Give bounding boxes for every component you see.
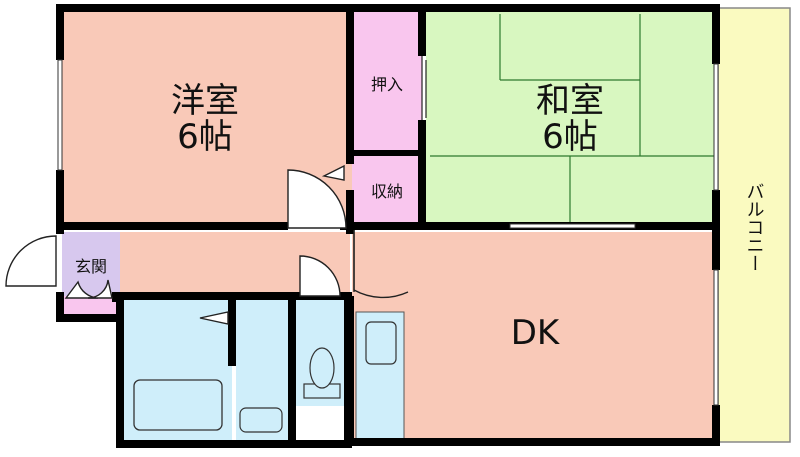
japanese-room-size: 6帖 [542,117,598,157]
balcony-area [717,7,791,443]
western-room-size: 6帖 [177,117,233,157]
storage-closet [352,154,422,226]
tatami-lines [430,14,714,224]
entrance-label: 玄関 [75,257,107,276]
wash-basin [239,407,283,433]
doors [5,164,409,325]
entrance-area [62,232,120,296]
japanese-room [426,10,718,226]
balcony-label: バルコニー [744,182,765,272]
japanese-room-name: 和室 [536,81,604,121]
windows [57,59,719,406]
western-room-name: 洋室 [171,81,239,121]
sliding-doors [421,56,427,120]
oshiire-closet [352,10,422,154]
bathtub [133,379,223,431]
dk-room [352,232,718,442]
storage-label: 収納 [371,182,403,201]
kitchen-sink [365,321,397,365]
entrance-step [62,296,120,318]
oshiire-label: 押入 [371,75,403,94]
dk-label: DK [511,313,561,353]
toilet-bowl [309,347,335,389]
